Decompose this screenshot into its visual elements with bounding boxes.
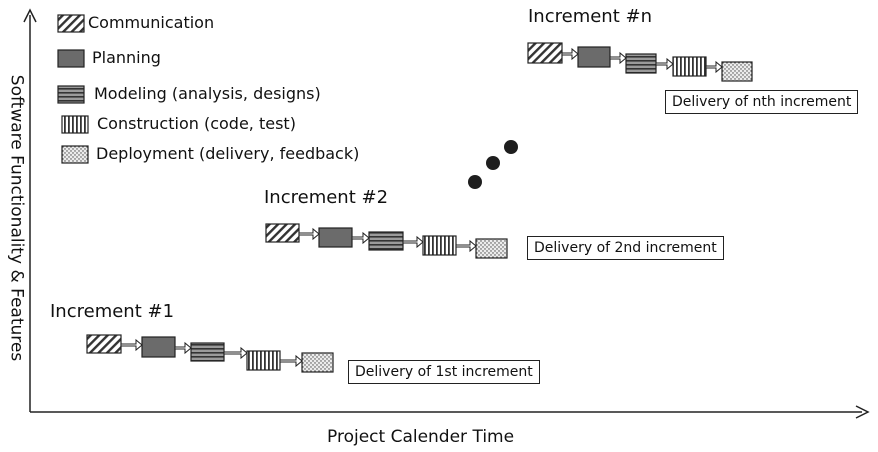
deployment-block [721, 61, 753, 82]
flow-arrow [705, 60, 723, 74]
construction-block [672, 56, 707, 77]
legend-label-communication: Communication [88, 13, 215, 32]
modeling-block [190, 342, 225, 362]
communication-block [86, 334, 122, 354]
x-axis-label: Project Calender Time [327, 427, 515, 447]
legend-label-construction: Construction (code, test) [97, 114, 296, 133]
y-axis-label: Software Functionality & Features [6, 74, 27, 362]
construction-block [422, 235, 457, 256]
flow-arrow [298, 227, 320, 241]
planning-block [318, 227, 353, 248]
planning-block [577, 46, 611, 68]
increment-2-sequence [265, 223, 508, 259]
construction-block [246, 350, 281, 371]
increment-2-title: Increment #2 [264, 187, 389, 208]
increment-n-delivery-box: Delivery of nth increment [665, 90, 859, 115]
planning-block [141, 336, 176, 358]
legend-label-modeling: Modeling (analysis, designs) [94, 84, 321, 103]
ellipsis-dot [504, 140, 518, 154]
increment-1-delivery-box: Delivery of 1st increment [348, 360, 540, 385]
flow-arrow [120, 338, 143, 352]
flow-arrow [655, 57, 674, 71]
ellipsis-dot [486, 156, 500, 170]
flow-arrow [561, 47, 579, 61]
legend-swatch-construction [61, 115, 89, 134]
legend-swatch-planning [57, 49, 85, 68]
deployment-block [475, 238, 508, 259]
ellipsis-dot [468, 175, 482, 189]
x-axis-arrowhead [855, 405, 870, 419]
legend-swatch-modeling [57, 85, 85, 104]
increment-n-title: Increment #n [528, 6, 652, 27]
increment-1-sequence [86, 334, 334, 373]
flow-arrow [402, 235, 424, 249]
flow-arrow [609, 51, 627, 65]
flow-arrow [351, 231, 370, 245]
deployment-block [301, 352, 334, 373]
increment-2-delivery-box: Delivery of 2nd increment [527, 236, 724, 261]
legend-label-deployment: Deployment (delivery, feedback) [96, 144, 360, 163]
flow-arrow [174, 341, 192, 355]
modeling-block [625, 53, 657, 74]
legend-swatch-communication [57, 14, 85, 33]
legend-swatch-deployment [61, 145, 89, 164]
modeling-block [368, 231, 404, 251]
legend-label-planning: Planning [92, 48, 161, 67]
flow-arrow [223, 346, 248, 360]
increment-1-title: Increment #1 [50, 301, 175, 322]
increment-n-sequence [527, 42, 753, 82]
communication-block [527, 42, 563, 64]
y-axis-arrowhead [23, 8, 37, 23]
communication-block [265, 223, 300, 243]
flow-arrow [279, 354, 303, 368]
flow-arrow [455, 239, 477, 253]
